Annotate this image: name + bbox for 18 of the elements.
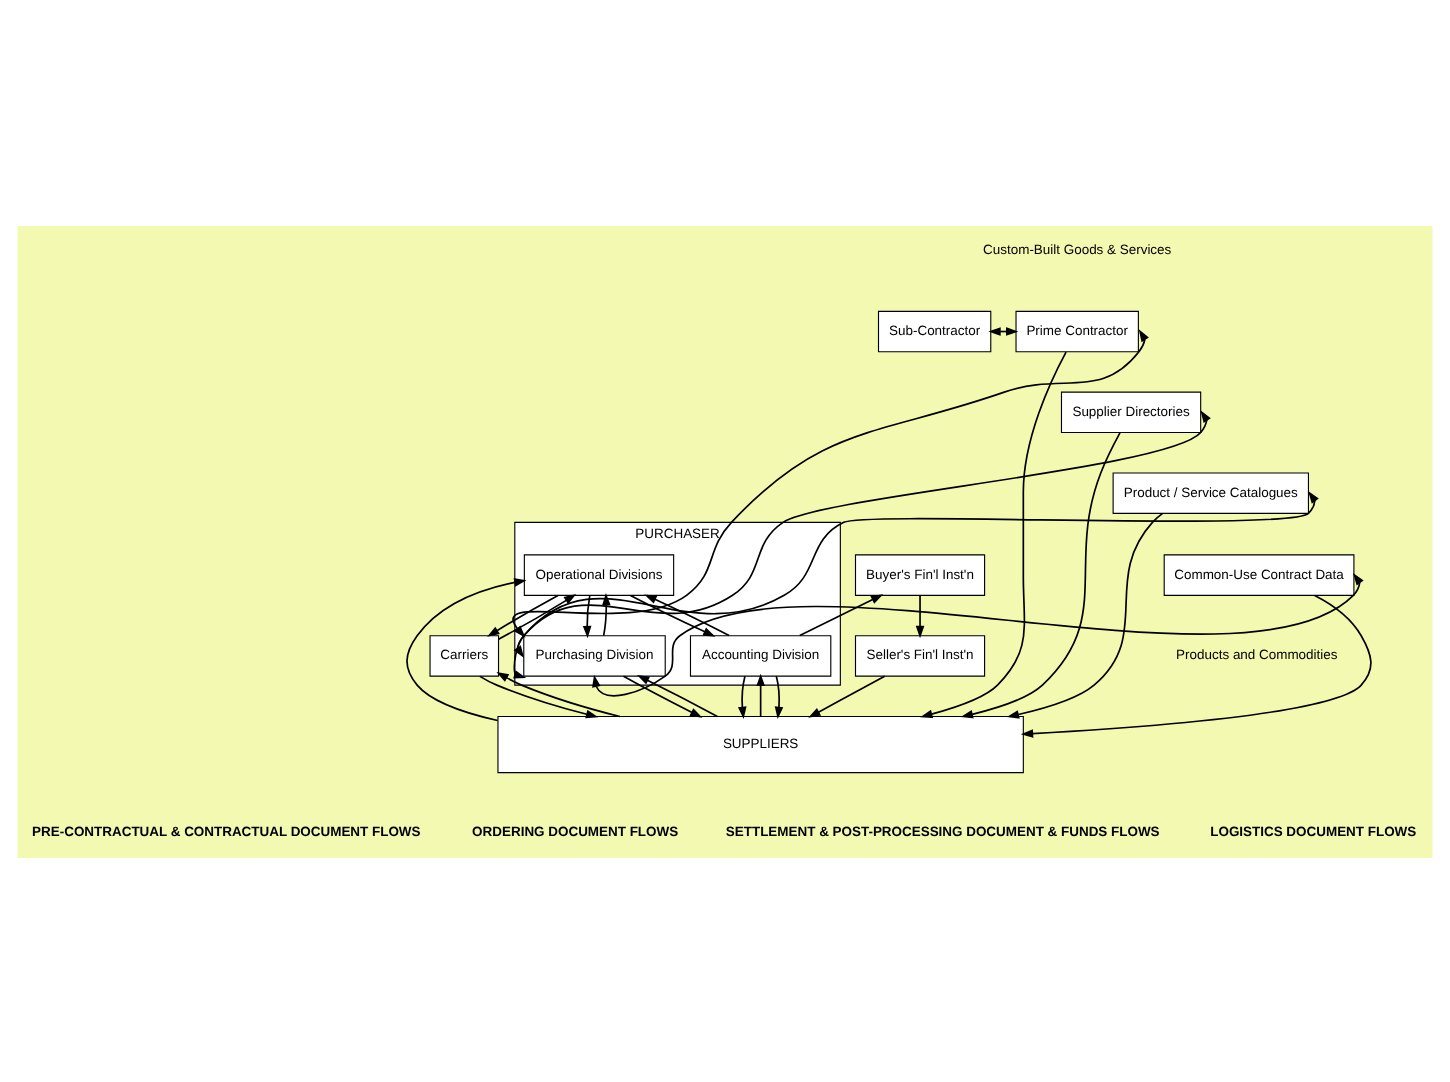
arrow <box>798 593 884 636</box>
arrow <box>496 670 621 717</box>
arrow <box>1020 593 1372 737</box>
arrow <box>960 431 1121 718</box>
arrow <box>622 674 703 717</box>
arrow <box>738 674 747 719</box>
arrow <box>582 593 592 638</box>
arrow <box>774 674 784 719</box>
arrow <box>915 593 925 638</box>
arrow <box>592 572 1364 696</box>
arrow <box>920 350 1067 718</box>
arrow <box>629 593 716 636</box>
arrow <box>636 674 719 717</box>
arrow <box>808 674 886 717</box>
arrow <box>644 593 730 636</box>
arrow <box>756 672 765 717</box>
arrow <box>479 674 599 718</box>
arrow <box>1006 511 1164 718</box>
